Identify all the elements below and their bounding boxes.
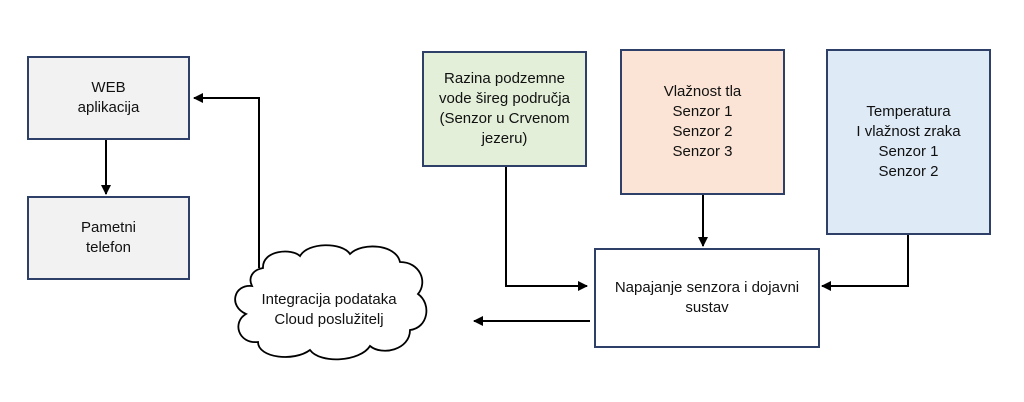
arrow-temp-to-power [821,235,909,291]
cloud-line-2: Cloud poslužitelj [274,311,384,328]
node-smartphone: Pametni telefon [27,196,190,280]
power-alarm-line-1: Napajanje senzora i dojavni [614,279,800,296]
cloud-line-1: Integracija podataka [261,291,397,308]
arrow-groundwater-to-power [505,167,588,291]
node-web-app: WEB aplikacija [27,56,190,140]
smartphone-line-2: telefon [85,239,132,256]
groundwater-line-3: (Senzor u Crvenom [439,110,570,127]
temp-humidity-line-4: Senzor 2 [878,163,939,180]
web-app-line-1: WEB [91,79,126,96]
groundwater-line-4: jezeru) [481,130,528,147]
web-app-line-2: aplikacija [77,99,140,116]
arrow-cloud-to-web [193,93,260,268]
groundwater-line-2: vode šireg područja [439,90,570,107]
soil-moisture-line-1: Vlažnost tla [663,83,742,100]
smartphone-line-1: Pametni [80,219,137,236]
cloud-shape [234,244,428,361]
node-power-alarm: Napajanje senzora i dojavni sustav [594,248,820,348]
soil-moisture-line-2: Senzor 1 [672,103,733,120]
node-temp-humidity: Temperatura I vlažnost zraka Senzor 1 Se… [826,49,991,235]
temp-humidity-line-2: I vlažnost zraka [856,123,961,140]
groundwater-line-1: Razina podzemne [444,70,565,87]
temp-humidity-line-1: Temperatura [866,103,951,120]
power-alarm-line-2: sustav [685,299,729,316]
soil-moisture-line-4: Senzor 3 [672,143,733,160]
node-soil-moisture: Vlažnost tla Senzor 1 Senzor 2 Senzor 3 [620,49,785,195]
node-cloud: Integracija podataka Cloud poslužitelj [240,284,418,336]
soil-moisture-line-3: Senzor 2 [672,123,733,140]
node-groundwater: Razina podzemne vode šireg područja (Sen… [422,51,587,167]
temp-humidity-line-3: Senzor 1 [878,143,939,160]
